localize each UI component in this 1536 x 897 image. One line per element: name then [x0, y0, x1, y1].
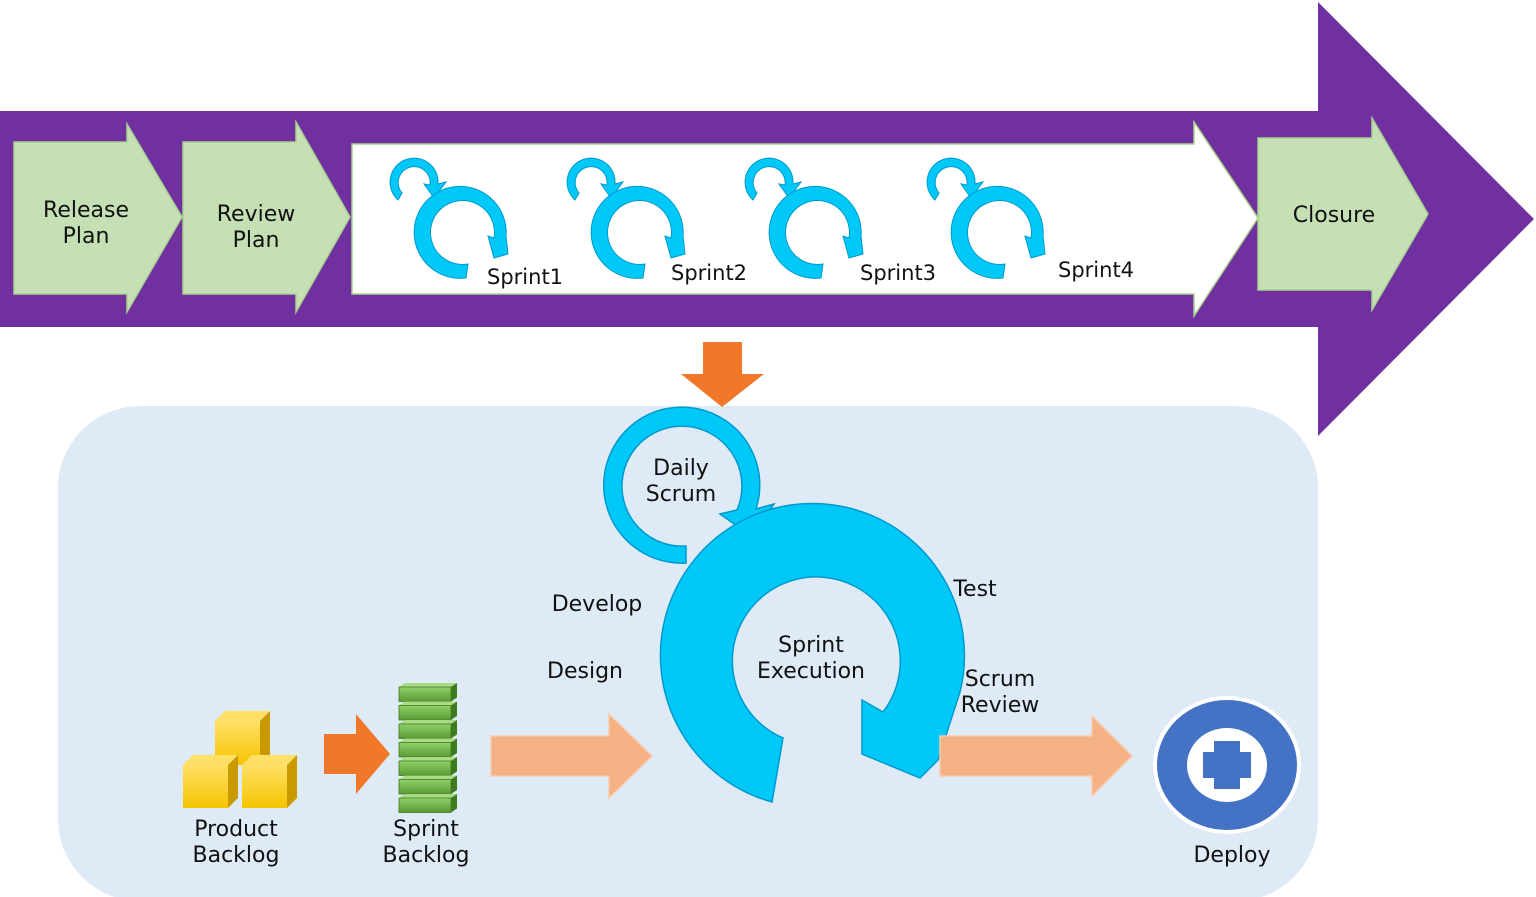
sprint-label-1: Sprint1: [487, 265, 563, 289]
sprint-execution-cycle: [659, 502, 966, 803]
backlog-slab: [398, 757, 457, 776]
daily-scrum-label-2: Scrum: [646, 482, 716, 507]
design-label: Design: [547, 659, 623, 684]
large-loop-arrow: [950, 185, 1046, 279]
sprint-label-4: Sprint4: [1058, 258, 1134, 282]
daily-scrum-label-1: Daily: [653, 456, 709, 481]
review-plan-label-2: Plan: [233, 228, 280, 253]
large-loop-arrow: [590, 185, 686, 279]
large-loop-arrow: [768, 185, 864, 279]
closure-phase: Closure: [1257, 115, 1429, 313]
review-plan-phase: Review Plan: [182, 119, 351, 315]
backlog-slab: [398, 775, 457, 795]
sprint-execution-label-1: Sprint: [778, 633, 844, 658]
backlog-slab: [398, 720, 457, 739]
sprint-cycle-icon: [566, 157, 686, 279]
scrum-review-label-2: Review: [961, 693, 1040, 718]
sprint-backlog-label-1: Sprint: [393, 817, 459, 842]
review-plan-label-1: Review: [217, 202, 296, 227]
daily-scrum-cycle: [603, 406, 776, 564]
backlog-arrow: [324, 714, 390, 794]
sprint-execution-label-2: Execution: [757, 659, 865, 684]
develop-label: Develop: [552, 592, 643, 617]
test-label: Test: [952, 577, 997, 602]
sprint-cycle-icon: [744, 157, 864, 279]
backlog-slab: [398, 794, 457, 813]
deploy-label: Deploy: [1193, 843, 1270, 868]
flow-arrow-to-execution: [490, 712, 654, 800]
backlog-slab: [398, 701, 457, 721]
backlog-slab: [398, 683, 457, 702]
product-backlog-label-2: Backlog: [193, 843, 280, 868]
release-plan-label-2: Plan: [63, 224, 110, 249]
small-loop-arrow: [566, 157, 625, 201]
sprint-backlog-label-2: Backlog: [383, 843, 470, 868]
product-backlog-label-1: Product: [194, 817, 278, 842]
sprint-label-2: Sprint2: [671, 261, 747, 285]
large-loop-arrow: [413, 185, 509, 279]
small-loop-arrow: [744, 157, 803, 201]
sprint-label-3: Sprint3: [860, 261, 936, 285]
release-plan-label-1: Release: [43, 198, 129, 223]
backlog-slab: [398, 738, 457, 758]
sprint-cycle-icon: [389, 157, 509, 279]
sprint-cycle-icon: [926, 157, 1046, 279]
small-loop-arrow: [926, 157, 985, 201]
deploy-icon: [1153, 696, 1301, 834]
sprint-backlog-icon: [398, 683, 457, 813]
sprint-icons: [389, 157, 1046, 279]
closure-label: Closure: [1293, 203, 1375, 228]
scrum-review-label-1: Scrum: [965, 667, 1035, 692]
small-loop-arrow: [389, 157, 448, 201]
flow-arrow-to-deploy: [939, 714, 1134, 798]
down-arrow: [681, 342, 764, 407]
release-plan-phase: Release Plan: [13, 121, 183, 315]
product-backlog-icon: [183, 711, 297, 808]
